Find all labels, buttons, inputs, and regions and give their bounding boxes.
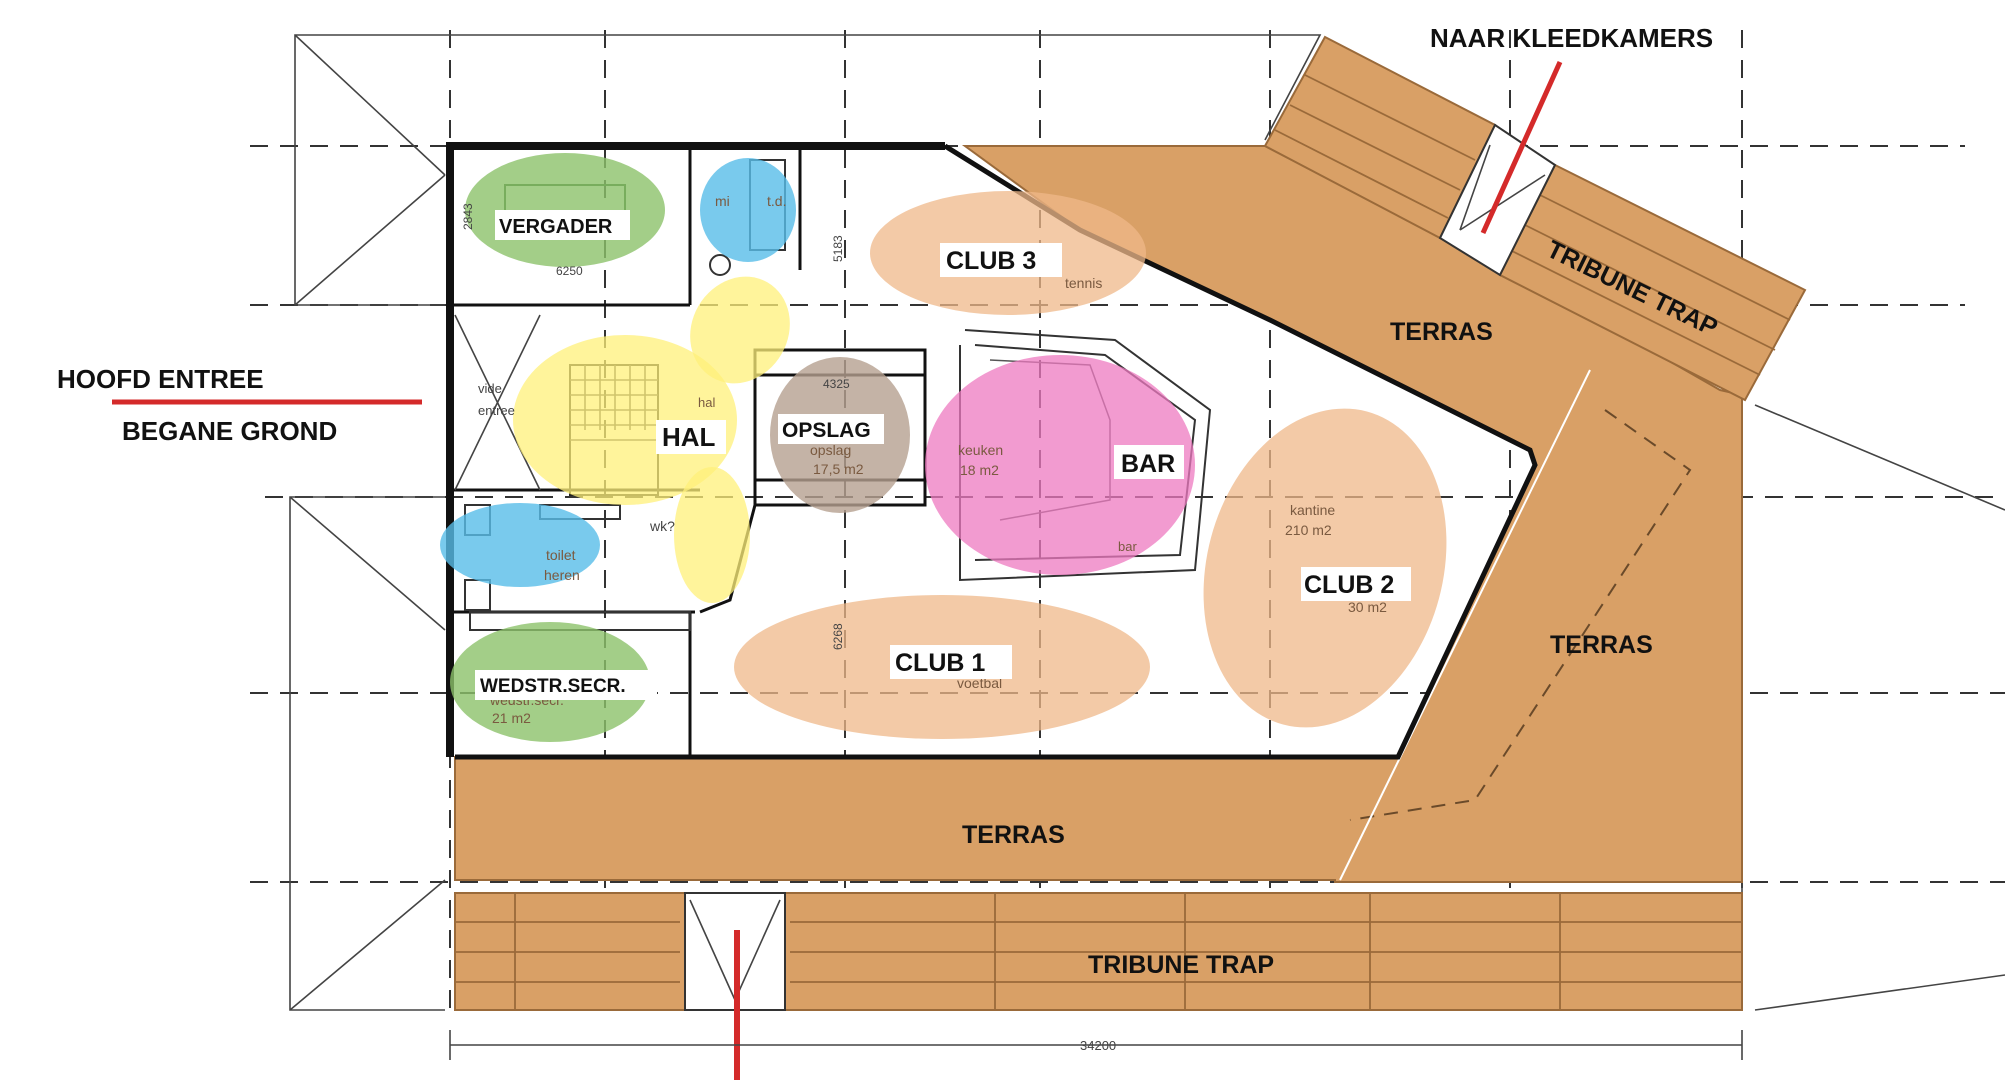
label-terras-bottom: TERRAS — [962, 821, 1065, 849]
text-wedstr-area: 21 m2 — [492, 710, 531, 726]
dim-5183: 5183 — [831, 235, 845, 262]
dim-4325: 4325 — [823, 377, 850, 391]
label-club3: CLUB 3 — [946, 247, 1036, 275]
text-heren: heren — [544, 567, 580, 583]
dimension-bottom: 34200 — [449, 1030, 1743, 1060]
text-wk: wk? — [649, 518, 675, 534]
label-tribune-trap-bottom: TRIBUNE TRAP — [1088, 951, 1274, 979]
label-hal: HAL — [662, 422, 716, 452]
text-toilet: toilet — [546, 547, 576, 563]
text-td: t.d. — [767, 193, 786, 209]
label-bar: BAR — [1121, 450, 1175, 478]
label-club2: CLUB 2 — [1304, 571, 1394, 599]
label-begane-grond: BEGANE GROND — [122, 416, 337, 446]
text-hal: hal — [698, 395, 715, 410]
dim-6250: 6250 — [556, 264, 583, 278]
context-outlines — [289, 34, 2005, 1011]
label-terras-top: TERRAS — [1390, 318, 1493, 346]
text-vide: vide — [478, 381, 502, 396]
label-naar-kleedkamers: NAAR KLEEDKAMERS — [1430, 23, 1713, 53]
text-opslag: opslag — [810, 442, 851, 458]
dim-34200: 34200 — [1080, 1038, 1116, 1053]
text-keuken-area: 18 m2 — [960, 462, 999, 478]
label-terras-right: TERRAS — [1550, 631, 1653, 659]
dim-6268: 6268 — [831, 623, 845, 650]
entrance-markers — [112, 60, 1563, 1080]
text-kantine-area: 210 m2 — [1285, 522, 1332, 538]
label-wedstr: WEDSTR.SECR. — [480, 676, 626, 697]
text-entree: entree — [478, 403, 515, 418]
text-opslag-area: 17,5 m2 — [813, 461, 864, 477]
terras-wood — [454, 35, 1807, 1011]
label-club1: CLUB 1 — [895, 649, 985, 677]
text-mi: mi — [715, 193, 730, 209]
text-keuken: keuken — [958, 442, 1003, 458]
text-kantine: kantine — [1290, 502, 1335, 518]
label-opslag: OPSLAG — [782, 419, 871, 442]
text-bar: bar — [1118, 539, 1137, 554]
label-vergader: VERGADER — [499, 216, 613, 238]
text-club2-area: 30 m2 — [1348, 599, 1387, 615]
text-tennis: tennis — [1065, 275, 1102, 291]
label-hoofd-entree: HOOFD ENTREE — [57, 364, 264, 394]
dim-2843: 2843 — [461, 203, 475, 230]
